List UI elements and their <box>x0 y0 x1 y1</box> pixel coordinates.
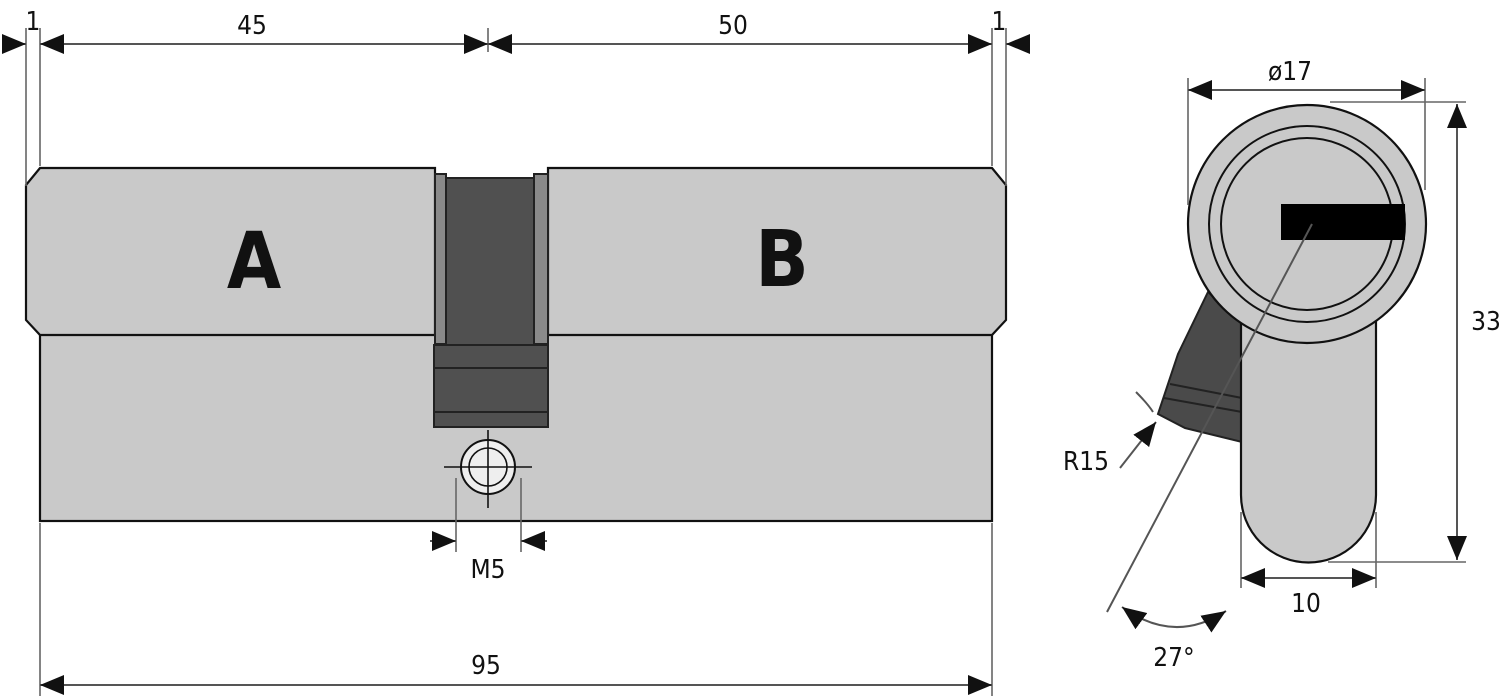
cam-base <box>433 344 549 428</box>
dim-total-length: 95 <box>471 651 501 681</box>
dim-diameter: ø17 <box>1268 57 1312 87</box>
key-slot <box>1281 204 1405 240</box>
dim-side-b: 50 <box>718 11 748 41</box>
dim-cam-width: 10 <box>1291 589 1321 619</box>
cam-slot-rib-right <box>533 173 549 345</box>
cylinder-front-view <box>1106 103 1428 613</box>
side-b-letter: B <box>755 215 808 305</box>
front-view-dimensions: ø17 33 10 R15 27° <box>1063 57 1500 673</box>
dim-cam-radius: R15 <box>1063 447 1109 477</box>
dim-rotation-angle: 27° <box>1153 643 1194 673</box>
dim-right-cap: 1 <box>992 7 1007 37</box>
dim-left-cap: 1 <box>26 7 41 37</box>
dim-side-a: 45 <box>237 11 267 41</box>
cylinder-stem-front <box>1239 298 1378 564</box>
side-view-extension-lines <box>25 28 1007 696</box>
dim-height: 33 <box>1471 307 1500 337</box>
side-view-dimensions: 1 45 50 1 M5 95 <box>2 7 1030 695</box>
rotation-reference-line <box>1106 223 1313 613</box>
cylinder-side-view: A B <box>24 166 1008 523</box>
screw-hole <box>444 430 532 508</box>
side-a-letter: A <box>227 217 281 307</box>
cam-slot-rib-left <box>434 173 447 345</box>
dim-screw-thread: M5 <box>470 555 505 585</box>
